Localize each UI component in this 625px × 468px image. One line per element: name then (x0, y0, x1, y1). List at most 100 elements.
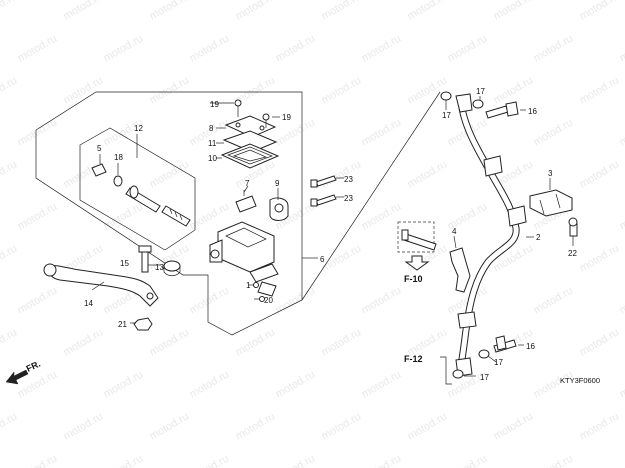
watermark-text: motod.ru (578, 158, 622, 190)
watermark-text: motod.ru (320, 158, 364, 190)
watermark-text: motod.ru (62, 410, 106, 442)
part-callout-4: 4 (452, 227, 457, 236)
watermark-text: motod.ru (618, 200, 625, 232)
watermark-text: motod.ru (578, 326, 622, 358)
watermark-text: motod.ru (578, 410, 622, 442)
watermark-text: motod.ru (16, 284, 60, 316)
master-cylinder-body (209, 221, 279, 283)
watermark-text: motod.ru (446, 32, 490, 64)
diaphragm (220, 143, 280, 169)
watermark-text: motod.ru (16, 116, 60, 148)
watermark-text: motod.ru (618, 452, 625, 468)
cap-screw-a (234, 99, 242, 117)
part-callout-17: 17 (476, 87, 485, 96)
watermark-text: motod.ru (0, 410, 19, 442)
brake-lever (43, 263, 159, 307)
part-callout-12: 12 (134, 124, 143, 133)
part-callout-17: 17 (480, 373, 489, 382)
watermark-text: motod.ru (148, 326, 192, 358)
watermark-text: motod.ru (532, 32, 576, 64)
watermark-text: motod.ru (618, 116, 625, 148)
watermark-text: motod.ru (406, 158, 450, 190)
watermark-text: motod.ru (532, 452, 576, 468)
reference-label-f-12: F-12 (404, 354, 423, 364)
watermark-text: motod.ru (274, 32, 318, 64)
watermark-text: motod.ru (320, 242, 364, 274)
watermark-text: motod.ru (320, 410, 364, 442)
watermark-text: motod.ru (0, 0, 19, 23)
part-callout-16: 16 (528, 107, 537, 116)
watermark-text: motod.ru (148, 410, 192, 442)
watermark-text: motod.ru (0, 158, 19, 190)
watermark-text: motod.ru (320, 326, 364, 358)
watermark-text: motod.ru (102, 368, 146, 400)
part-callout-5: 5 (97, 144, 102, 153)
brake-switch (235, 190, 257, 213)
watermark-text: motod.ru (492, 74, 536, 106)
watermark-text: motod.ru (188, 284, 232, 316)
f10-bolt (401, 229, 437, 251)
watermark-text: motod.ru (16, 200, 60, 232)
circlip (113, 175, 123, 187)
watermark-text: motod.ru (274, 116, 318, 148)
part-callout-6: 6 (320, 255, 325, 264)
watermark-text: motod.ru (62, 326, 106, 358)
watermark-text: motod.ru (618, 284, 625, 316)
part-callout-16: 16 (526, 342, 535, 351)
watermark-text: motod.ru (578, 0, 622, 23)
watermark-text: motod.ru (360, 116, 404, 148)
watermark-text: motod.ru (16, 452, 60, 468)
oil-bolt-lower (493, 335, 517, 353)
watermark-text: motod.ru (406, 0, 450, 23)
oil-bolt-upper (485, 101, 519, 119)
watermark-text: motod.ru (188, 200, 232, 232)
part-callout-11: 11 (208, 139, 217, 148)
watermark-text: motod.ru (492, 242, 536, 274)
part-callout-8: 8 (209, 124, 214, 133)
cap-screw-b (262, 113, 270, 128)
front-direction-label: FR. (25, 359, 42, 374)
holder-bolt-a (310, 175, 337, 188)
part-callout-10: 10 (208, 154, 217, 163)
watermark-text: motod.ru (234, 410, 278, 442)
watermark-text: motod.ru (16, 32, 60, 64)
watermark-text: motod.ru (446, 452, 490, 468)
watermark-text: motod.ru (102, 452, 146, 468)
part-callout-22: 22 (568, 249, 577, 258)
watermark-text: motod.ru (188, 368, 232, 400)
watermark-text: motod.ru (320, 74, 364, 106)
watermark-text: motod.ru (274, 368, 318, 400)
watermark-text: motod.ru (618, 368, 625, 400)
watermark-text: motod.ru (148, 74, 192, 106)
piston-boot (91, 163, 107, 177)
brake-hose (440, 91, 527, 379)
switch-bracket (257, 281, 277, 302)
watermark-text: motod.ru (360, 452, 404, 468)
lever-pivot-bolt (138, 245, 152, 273)
piston-assembly (125, 185, 191, 227)
part-callout-1: 1 (246, 281, 251, 290)
part-callout-20: 20 (264, 296, 273, 305)
mirror-holder (269, 197, 289, 221)
part-callout-14: 14 (84, 299, 93, 308)
part-callout-19: 19 (282, 113, 291, 122)
watermark-text: motod.ru (578, 74, 622, 106)
part-callout-7: 7 (245, 179, 250, 188)
watermark-text: motod.ru (234, 0, 278, 23)
part-callout-13: 13 (155, 263, 164, 272)
watermark-text: motod.ru (274, 284, 318, 316)
watermark-text: motod.ru (360, 200, 404, 232)
part-callout-3: 3 (548, 169, 553, 178)
hose-guide (449, 247, 471, 293)
part-callout-21: 21 (118, 320, 127, 329)
watermark-text: motod.ru (578, 242, 622, 274)
diagram-code: KTY3F0600 (560, 376, 600, 385)
assembly-frame-outline (35, 91, 303, 336)
part-callout-17: 17 (442, 111, 451, 120)
watermark-text: motod.ru (148, 158, 192, 190)
part-callout-19: 19 (210, 100, 219, 109)
reference-label-f-10: F-10 (404, 274, 423, 284)
